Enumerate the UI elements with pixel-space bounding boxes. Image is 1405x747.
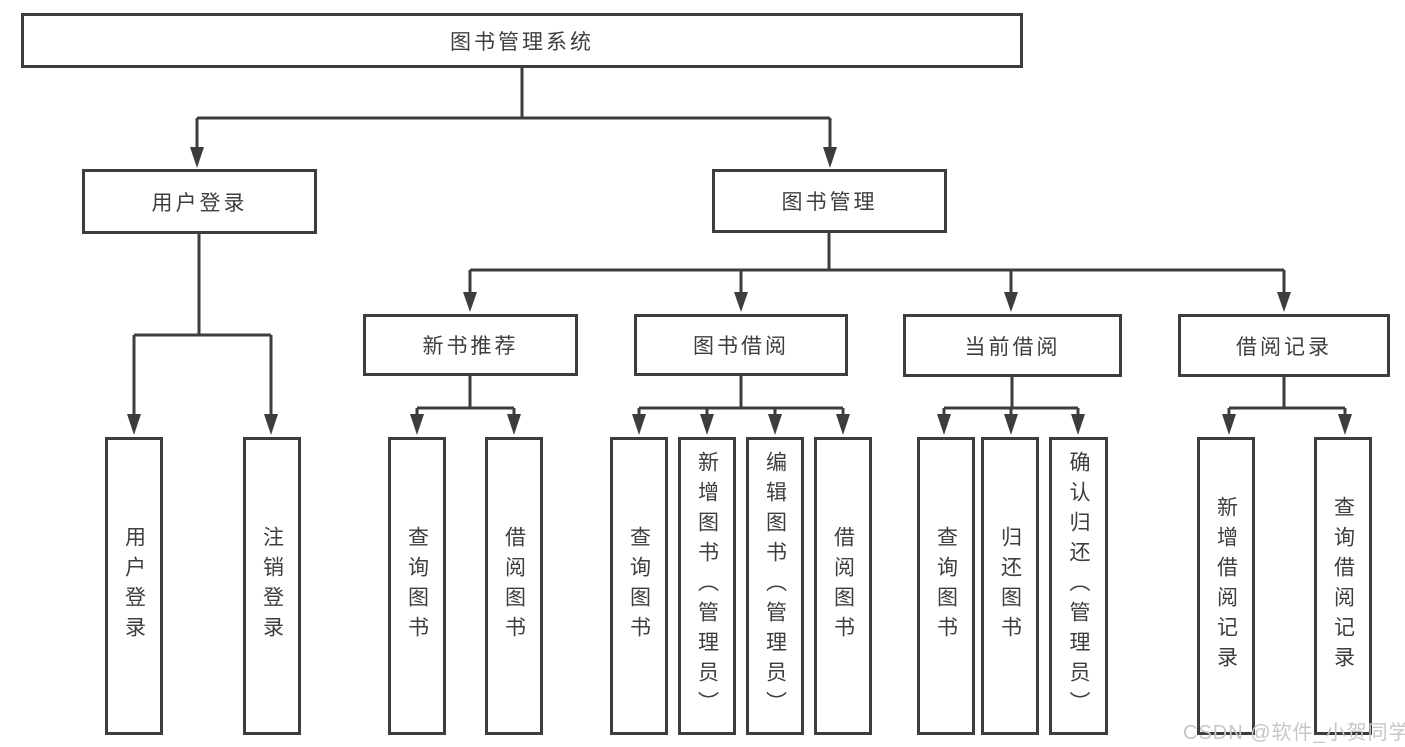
- node-book-borrow: 图书借阅: [634, 314, 848, 376]
- connector-current-borrow-children: [937, 377, 1085, 435]
- leaf-query-books-recommend-label: 查询图书: [405, 526, 429, 646]
- leaf-user-login-label: 用户登录: [122, 526, 146, 646]
- node-new-book-recommend-label: 新书推荐: [422, 335, 519, 358]
- leaf-borrow-books-recommend: 借阅图书: [485, 437, 543, 735]
- node-book-management: 图书管理: [712, 169, 947, 233]
- csdn-watermark: CSDN @软件_小贺同学: [1183, 722, 1405, 744]
- node-book-management-label: 图书管理: [781, 191, 878, 214]
- leaf-logout-label: 注销登录: [260, 526, 284, 646]
- node-library-management-system-label: 图书管理系统: [450, 30, 594, 54]
- node-user-login-label: 用户登录: [151, 191, 248, 215]
- connector-user-login-children: [127, 234, 278, 435]
- leaf-borrow-books-label: 借阅图书: [831, 526, 855, 646]
- node-borrow-records: 借阅记录: [1178, 314, 1390, 377]
- node-library-management-system: 图书管理系统: [21, 13, 1023, 68]
- leaf-confirm-return-admin-label: 确认归还（管理员）: [1067, 451, 1090, 721]
- connector-new-book-recommend-children: [410, 376, 521, 435]
- leaf-query-books-borrow: 查询图书: [610, 437, 668, 735]
- leaf-edit-book-admin: 编辑图书（管理员）: [746, 437, 804, 735]
- node-book-borrow-label: 图书借阅: [693, 335, 789, 358]
- leaf-add-borrow-record: 新增借阅记录: [1197, 437, 1255, 735]
- leaf-query-books-recommend: 查询图书: [388, 437, 446, 735]
- node-user-login: 用户登录: [82, 169, 317, 234]
- leaf-borrow-books-recommend-label: 借阅图书: [502, 526, 526, 646]
- leaf-add-borrow-record-label: 新增借阅记录: [1214, 496, 1238, 676]
- leaf-return-book: 归还图书: [981, 437, 1039, 735]
- connector-root-to-level2: [190, 68, 837, 168]
- leaf-edit-book-admin-label: 编辑图书（管理员）: [763, 451, 787, 721]
- node-current-borrow-label: 当前借阅: [964, 335, 1061, 359]
- leaf-user-login: 用户登录: [105, 437, 163, 735]
- node-borrow-records-label: 借阅记录: [1236, 335, 1332, 359]
- leaf-query-books-current: 查询图书: [917, 437, 975, 735]
- leaf-logout: 注销登录: [243, 437, 301, 735]
- leaf-borrow-books: 借阅图书: [814, 437, 872, 735]
- leaf-query-books-borrow-label: 查询图书: [627, 526, 651, 646]
- leaf-add-book-admin-label: 新增图书（管理员）: [695, 451, 719, 721]
- leaf-query-books-current-label: 查询图书: [934, 526, 958, 646]
- leaf-query-borrow-record-label: 查询借阅记录: [1331, 496, 1355, 676]
- connector-book-management-children: [463, 233, 1291, 312]
- node-new-book-recommend: 新书推荐: [363, 314, 578, 376]
- leaf-confirm-return-admin: 确认归还（管理员）: [1049, 437, 1108, 735]
- leaf-return-book-label: 归还图书: [998, 526, 1022, 646]
- leaf-query-borrow-record: 查询借阅记录: [1314, 437, 1372, 735]
- leaf-add-book-admin: 新增图书（管理员）: [678, 437, 736, 735]
- connector-borrow-records-children: [1222, 377, 1352, 435]
- node-current-borrow: 当前借阅: [903, 314, 1122, 377]
- connector-book-borrow-children: [632, 376, 850, 435]
